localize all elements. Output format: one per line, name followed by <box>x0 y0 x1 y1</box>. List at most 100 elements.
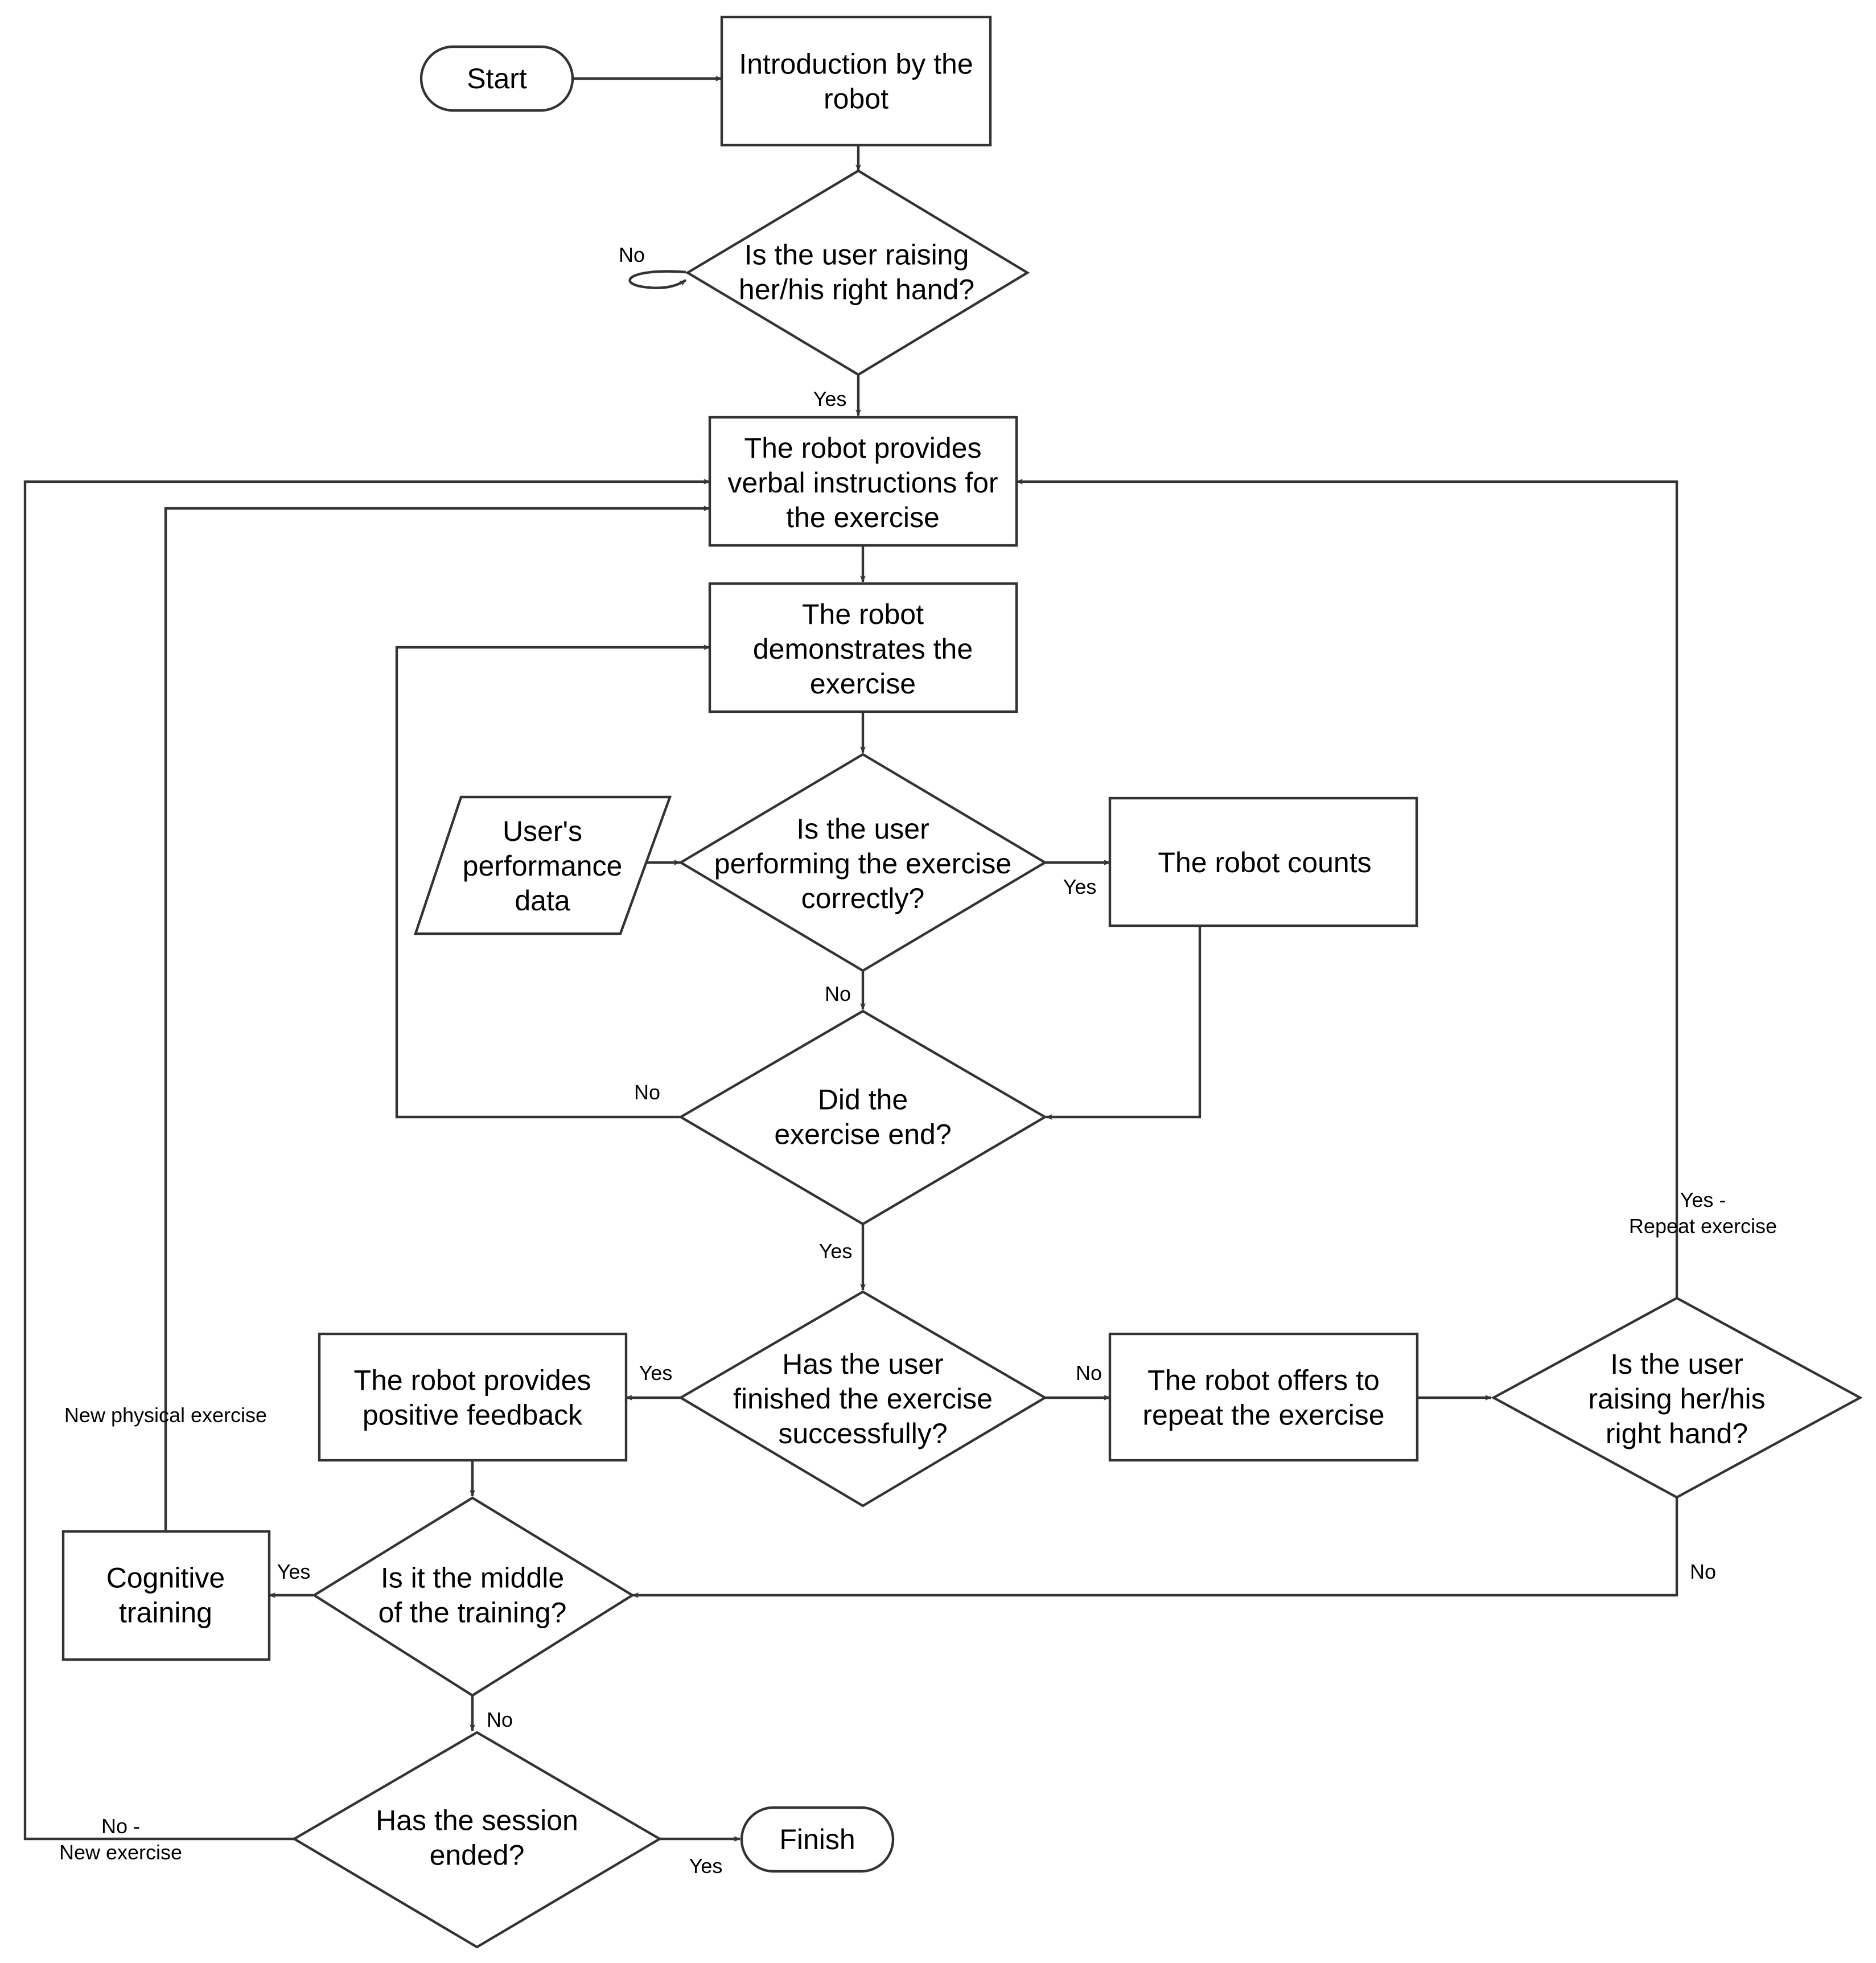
text-line: New exercise <box>59 1841 182 1864</box>
raise1-yes-label: Yes <box>813 387 847 410</box>
text-line: verbal instructions for <box>727 467 998 499</box>
edge-cognitive-verbal <box>164 506 710 1531</box>
middle-yes-label: Yes <box>277 1560 311 1583</box>
finish-terminal <box>740 1806 895 1873</box>
text-line: Cognitive <box>106 1562 225 1594</box>
text-line: New physical exercise <box>64 1403 267 1427</box>
nodes <box>61 15 1863 1949</box>
middle-no-label: No <box>487 1708 513 1731</box>
text-line: Is it the middle <box>381 1562 564 1594</box>
edge-counts-ended <box>1046 926 1202 1120</box>
text-line: performance <box>463 850 623 882</box>
text-line: Yes - <box>1680 1188 1726 1212</box>
text-line: her/his right hand? <box>739 274 974 306</box>
text-line: right hand? <box>1606 1418 1748 1449</box>
counts-process <box>1108 796 1418 927</box>
text-line: Finish <box>779 1824 855 1855</box>
correct-yes-label: Yes <box>1063 875 1097 898</box>
text-line: Did the <box>818 1084 908 1116</box>
text-line: Has the user <box>782 1348 943 1380</box>
text-line: correctly? <box>801 882 925 914</box>
start-terminal <box>419 45 574 112</box>
text-line: finished the exercise <box>733 1383 993 1415</box>
text-line: Yes <box>277 1560 311 1583</box>
text-line: performing the exercise <box>714 848 1011 880</box>
text-line: The robot provides <box>354 1365 591 1397</box>
verbal-instructions-process <box>708 416 1018 547</box>
offer-repeat-process <box>1108 1332 1419 1462</box>
demonstrate-process <box>708 582 1018 713</box>
text-line: successfully? <box>778 1418 947 1449</box>
text-line: User's <box>503 815 582 847</box>
session-yes-label: Yes <box>689 1854 723 1878</box>
raise1-no-label: No <box>619 243 645 266</box>
intro-process <box>720 15 992 147</box>
text-line: No <box>634 1081 660 1104</box>
text-line: Is the user raising <box>744 239 969 271</box>
text-line: Yes <box>819 1239 853 1263</box>
text-line: Repeat exercise <box>1629 1214 1777 1238</box>
text-line: exercise end? <box>774 1119 951 1151</box>
text-line: Is the user <box>1610 1348 1743 1380</box>
correct-no-label: No <box>825 982 851 1005</box>
raise2-yes-label: Yes -Repeat exercise <box>1629 1188 1777 1238</box>
text-line: exercise <box>810 668 916 700</box>
positive-feedback-process <box>318 1332 628 1462</box>
text-line: Is the user <box>796 813 929 845</box>
text-line: No - <box>101 1814 140 1838</box>
text-line: Has the session <box>376 1805 578 1837</box>
text-line: ended? <box>430 1839 525 1871</box>
text-line: No <box>1076 1361 1102 1385</box>
new-physical-label: New physical exercise <box>64 1403 267 1427</box>
text-line: The robot provides <box>744 432 982 464</box>
raise2-no-label: No <box>1690 1560 1716 1583</box>
text-line: The robot counts <box>1158 847 1371 878</box>
text-line: positive feedback <box>363 1399 583 1431</box>
edge-session-verbal <box>23 479 710 1841</box>
text-line: Start <box>467 63 527 95</box>
counts-label: The robot counts <box>1158 847 1371 878</box>
session-ended-decision <box>291 1731 663 1949</box>
text-line: repeat the exercise <box>1142 1399 1384 1431</box>
edge-raise2-middle <box>632 1497 1678 1598</box>
text-line: Yes <box>639 1361 673 1385</box>
finished-yes-label: Yes <box>639 1361 673 1385</box>
text-line: The robot <box>802 598 924 630</box>
text-line: demonstrates the <box>753 633 973 665</box>
text-line: Yes <box>1063 875 1097 898</box>
text-line: raising her/his <box>1588 1383 1765 1415</box>
text-line: of the training? <box>379 1597 567 1629</box>
raise-hand-decision-1 <box>685 169 1030 376</box>
text-line: Yes <box>689 1854 723 1878</box>
edges <box>23 76 1678 1842</box>
text-line: No <box>619 243 645 266</box>
edge-raise1-no-loop <box>628 270 687 289</box>
edge-ended-demo <box>395 644 710 1119</box>
finished-successfully-decision <box>678 1290 1048 1508</box>
exercise-end-decision <box>678 1009 1048 1226</box>
text-line: No <box>1690 1560 1716 1583</box>
ended-yes-label: Yes <box>819 1239 853 1263</box>
edge-labels: No Yes Yes No No Yes Yes No Yes -Repeat … <box>59 243 1777 1878</box>
text-line: Introduction by the <box>739 48 973 80</box>
text-line: No <box>487 1708 513 1731</box>
text-line: the exercise <box>786 502 940 533</box>
text-line: robot <box>824 83 888 115</box>
text-line: training <box>119 1597 212 1629</box>
performance-data-input <box>413 795 672 935</box>
text-line: data <box>515 885 570 917</box>
text-line: The robot offers to <box>1147 1365 1380 1397</box>
